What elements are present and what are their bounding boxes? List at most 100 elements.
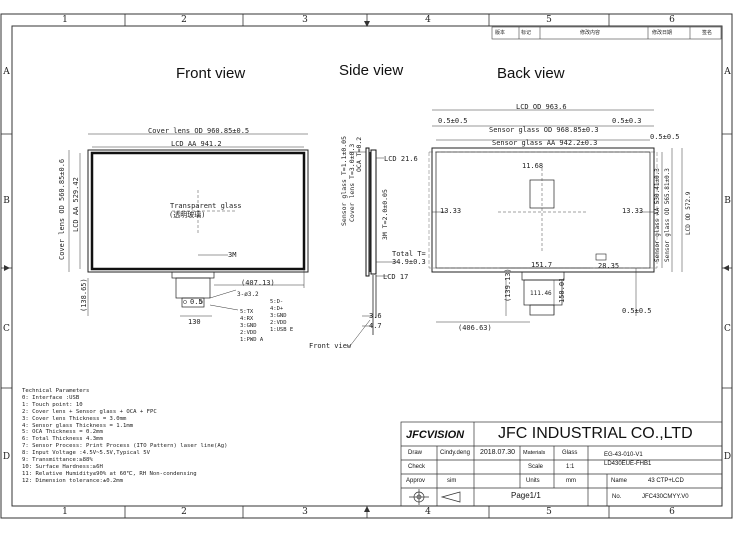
zone-col-3-top: 3 <box>302 15 308 25</box>
tech-line: 0: Interface :USB <box>22 394 80 401</box>
back-dim-13913: (139.13) <box>504 268 512 302</box>
zone-col-1-bottom: 1 <box>62 507 68 517</box>
side-tape-t: 3M T=2.0±0.05 <box>381 189 389 240</box>
back-sensor-od-vertical: Sensor glass OD 565.81±0.3 <box>664 168 671 262</box>
front-dim-130: 130 <box>188 318 201 326</box>
tech-line: 1: Touch point: 10 <box>22 401 83 408</box>
back-sensor-od: Sensor glass OD 968.85±0.3 <box>489 126 599 134</box>
back-dim-15001: 150.01 <box>558 277 566 303</box>
zone-col-2-top: 2 <box>181 15 187 25</box>
pin-right-3: 3:GND <box>270 313 287 319</box>
side-lcd-21: LCD 21.6 <box>384 155 418 163</box>
side-sensor-glass-t: Sensor glass T=1.1±0.05 <box>340 135 348 226</box>
back-dim-right: 0.5±0.3 <box>612 117 642 125</box>
front-cover-lens-od: Cover lens OD 960.85±0.5 <box>148 127 250 135</box>
front-glass-label-cn: (透明玻璃) <box>169 211 206 219</box>
units-label: Units <box>526 478 540 484</box>
zone-col-1-top: 1 <box>62 15 68 25</box>
front-pins-right: 5:D- 4:D+ 3:GND 2:VDD 1:USB E <box>270 299 293 334</box>
pin-right-4: 4:D+ <box>270 306 284 312</box>
tech-line: 6: Total Thickness 4.3mm <box>22 436 103 443</box>
projection-symbol <box>409 489 461 505</box>
company-logo: JFCVISION <box>406 429 465 441</box>
front-lcd-aa-height: LCD AA 529.42 <box>72 177 80 232</box>
pin-left-4: 4:RX <box>240 316 254 322</box>
rev-header-date: 修改日期 <box>652 30 673 36</box>
front-glass-label: Transparent glass <box>170 202 242 210</box>
tech-line: 8: Input Voltage :4.5V~5.5V,Typical 5V <box>22 450 150 457</box>
units-value: mm <box>566 478 576 484</box>
tech-line: 10: Surface Hardness:≥6H <box>22 463 103 470</box>
rev-header-content: 修改内容 <box>580 30 601 36</box>
front-view-title: Front view <box>176 65 246 82</box>
back-dim-151: 151.7 <box>531 261 553 269</box>
side-dim-36: 3.6 <box>369 312 382 320</box>
back-dim-11146: 111.46 <box>530 290 552 297</box>
pin-right-1: 1:USB E <box>270 327 294 333</box>
side-view-title: Side view <box>339 62 404 79</box>
front-lcd-aa-width: LCD AA 941.2 <box>171 140 222 148</box>
no-value: JFC430CMYY.V0 <box>642 494 689 500</box>
zone-col-4-bottom: 4 <box>425 507 431 517</box>
back-dim-2835: 28.35 <box>598 262 620 270</box>
side-dim-47: 4.7 <box>369 322 382 330</box>
back-lcd-od: LCD OD 963.6 <box>516 103 567 111</box>
front-pin-title: 3-ø3.2 <box>237 291 259 298</box>
zone-row-c-right: C <box>724 324 731 334</box>
pin-left-5: 5:TX <box>240 309 254 315</box>
draw-value: Cindy.deng <box>440 450 470 456</box>
technical-parameters: Technical Parameters 0: Interface :USB 1… <box>22 388 227 485</box>
back-sensor-aa: Sensor glass AA 942.2±0.3 <box>492 139 598 147</box>
rev-header-sign: 签名 <box>702 30 713 36</box>
centering-marks <box>4 21 729 512</box>
back-dim-left: 0.5±0.5 <box>438 117 468 125</box>
zone-row-d-left: D <box>2 452 11 462</box>
pin-right-2: 2:VDD <box>270 320 287 326</box>
back-sensor-aa-vertical: Sensor glass AA 530.41±0.3 <box>654 168 661 262</box>
zone-col-5-bottom: 5 <box>546 507 552 517</box>
back-view-drawing <box>428 109 683 323</box>
scale-value: 1:1 <box>566 464 575 470</box>
page-number: Page1/1 <box>511 491 541 500</box>
pin-left-3: 3:GND <box>240 323 257 329</box>
front-dim-407: (407.13) <box>241 279 275 287</box>
pin-right-5: 5:D- <box>270 299 284 305</box>
zone-row-c-left: C <box>3 324 10 334</box>
no-label: No. <box>612 494 622 500</box>
materials-label: Materials <box>523 450 546 456</box>
approv-value: sim <box>447 478 457 484</box>
rev-header-version: 版本 <box>495 30 506 36</box>
approv-label: Approv <box>406 478 426 484</box>
outer-border <box>0 13 733 519</box>
draw-label: Draw <box>408 450 423 456</box>
side-view-drawing <box>349 147 398 347</box>
check-label: Check <box>408 464 426 470</box>
back-view-title: Back view <box>497 65 565 82</box>
scale-label: Scale <box>528 464 544 470</box>
front-view-callout: Front view <box>309 342 352 350</box>
zone-row-b-left: B <box>3 196 10 206</box>
front-tail-label: 3M <box>228 251 237 259</box>
tech-line: 9: Transmittance:≥88% <box>22 457 93 464</box>
tech-line: 11: Relative Humidity≤90% at 60℃, RH Non… <box>22 470 197 477</box>
tech-line: 7: Sensor Process: Print Process (ITO Pa… <box>22 443 228 450</box>
front-dim-05: 0.5 <box>190 298 203 306</box>
tech-line: 4: Sensor glass Thickness = 1.1mm <box>22 422 134 429</box>
side-total-value: 34.9±0.3 <box>392 258 426 266</box>
front-cover-lens-od-vertical: Cover lens OD 560.85±0.6 <box>58 158 66 260</box>
front-view-drawing <box>68 133 309 317</box>
tech-line: 12: Dimension tolerance:±0.2mm <box>22 477 124 484</box>
name-label: Name <box>611 478 628 484</box>
side-total-label: Total T= <box>392 250 426 258</box>
front-dim-138: (138.65) <box>80 278 88 312</box>
zone-row-a-right: A <box>724 67 731 77</box>
zone-col-3-bottom: 3 <box>302 507 308 517</box>
zone-row-a-left: A <box>3 67 10 77</box>
back-side-left: 13.33 <box>440 207 462 215</box>
company-name: JFC INDUSTRIAL CO.,LTD <box>498 425 693 442</box>
drawing-number-1: EG-43-010-V1 <box>604 452 643 458</box>
revision-table <box>491 26 722 40</box>
zone-col-2-bottom: 2 <box>181 507 187 517</box>
technical-title: Technical Parameters <box>22 388 90 394</box>
